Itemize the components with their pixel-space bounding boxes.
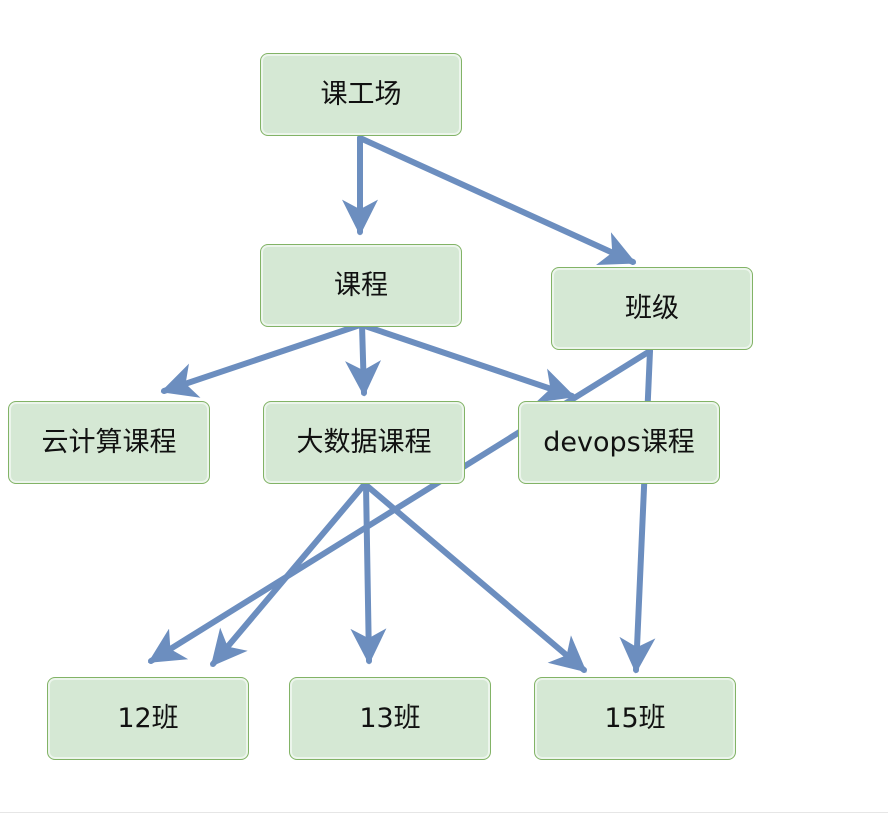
- node-course: 课程: [260, 244, 462, 327]
- node-root-label: 课工场: [320, 79, 402, 110]
- node-class-12-label: 12班: [117, 703, 179, 734]
- node-cloud-course: 云计算课程: [8, 401, 210, 484]
- bottom-divider: [0, 812, 888, 813]
- node-bigdata-course: 大数据课程: [263, 401, 465, 484]
- node-class-13: 13班: [289, 677, 491, 760]
- node-class-12: 12班: [47, 677, 249, 760]
- node-class: 班级: [551, 267, 753, 350]
- node-class-15: 15班: [534, 677, 736, 760]
- edge-class-to-c15: [619, 348, 656, 674]
- node-class-13-label: 13班: [359, 703, 421, 734]
- edge-course-to-cloud: [160, 322, 363, 398]
- edge-course-to-bigdata: [345, 322, 382, 397]
- edge-root-to-class: [357, 135, 637, 265]
- node-class-label: 班级: [625, 293, 679, 324]
- node-course-label: 课程: [334, 270, 388, 301]
- node-devops-course-label: devops课程: [543, 427, 695, 458]
- edge-course-to-devops: [359, 322, 576, 403]
- edge-bigdata-to-c15: [363, 482, 587, 673]
- node-class-15-label: 15班: [604, 703, 666, 734]
- edge-class-to-c12: [147, 348, 653, 664]
- node-bigdata-course-label: 大数据课程: [296, 427, 432, 458]
- edge-bigdata-to-c12: [210, 482, 367, 667]
- node-cloud-course-label: 云计算课程: [41, 427, 177, 458]
- node-devops-course: devops课程: [518, 401, 720, 484]
- edge-bigdata-to-c13: [350, 482, 387, 665]
- node-root: 课工场: [260, 53, 462, 136]
